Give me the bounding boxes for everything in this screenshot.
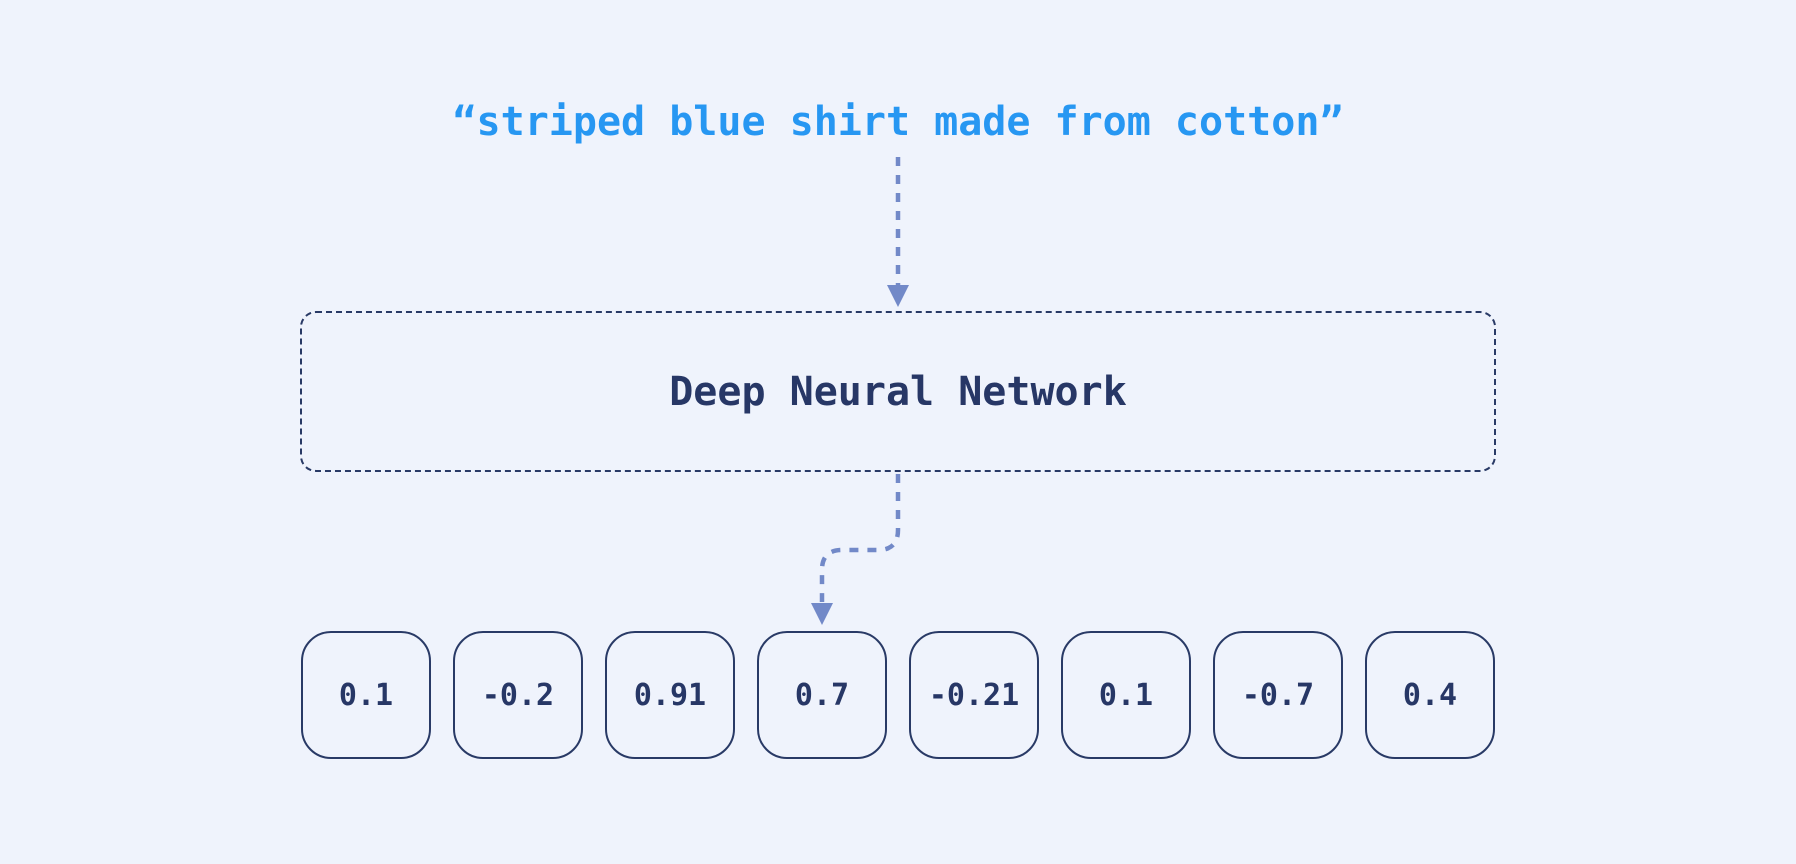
vector-value-box: -0.7	[1213, 631, 1343, 759]
embedding-vector: 0.1 -0.2 0.91 0.7 -0.21 0.1 -0.7	[301, 631, 1495, 759]
vector-value-box: 0.1	[301, 631, 431, 759]
vector-value-box: -0.2	[453, 631, 583, 759]
vector-value: -0.21	[928, 677, 1020, 713]
vector-value-box: -0.21	[909, 631, 1039, 759]
dnn-box: Deep Neural Network	[300, 311, 1496, 472]
vector-value: 0.1	[1098, 677, 1154, 713]
dnn-label: Deep Neural Network	[669, 368, 1127, 415]
arrow-elbow-down-icon	[811, 474, 901, 625]
vector-value: 0.7	[794, 677, 850, 713]
vector-value: 0.4	[1402, 677, 1458, 713]
vector-value: 0.1	[338, 677, 394, 713]
vector-value: -0.2	[481, 677, 555, 713]
vector-value: 0.91	[633, 677, 707, 713]
vector-value-box: 0.7	[757, 631, 887, 759]
vector-value-box: 0.91	[605, 631, 735, 759]
input-text-quote: “striped blue shirt made from cotton”	[452, 99, 1344, 145]
vector-value-box: 0.1	[1061, 631, 1191, 759]
vector-value-box: 0.4	[1365, 631, 1495, 759]
vector-value: -0.7	[1241, 677, 1315, 713]
arrow-down-icon	[887, 157, 909, 307]
